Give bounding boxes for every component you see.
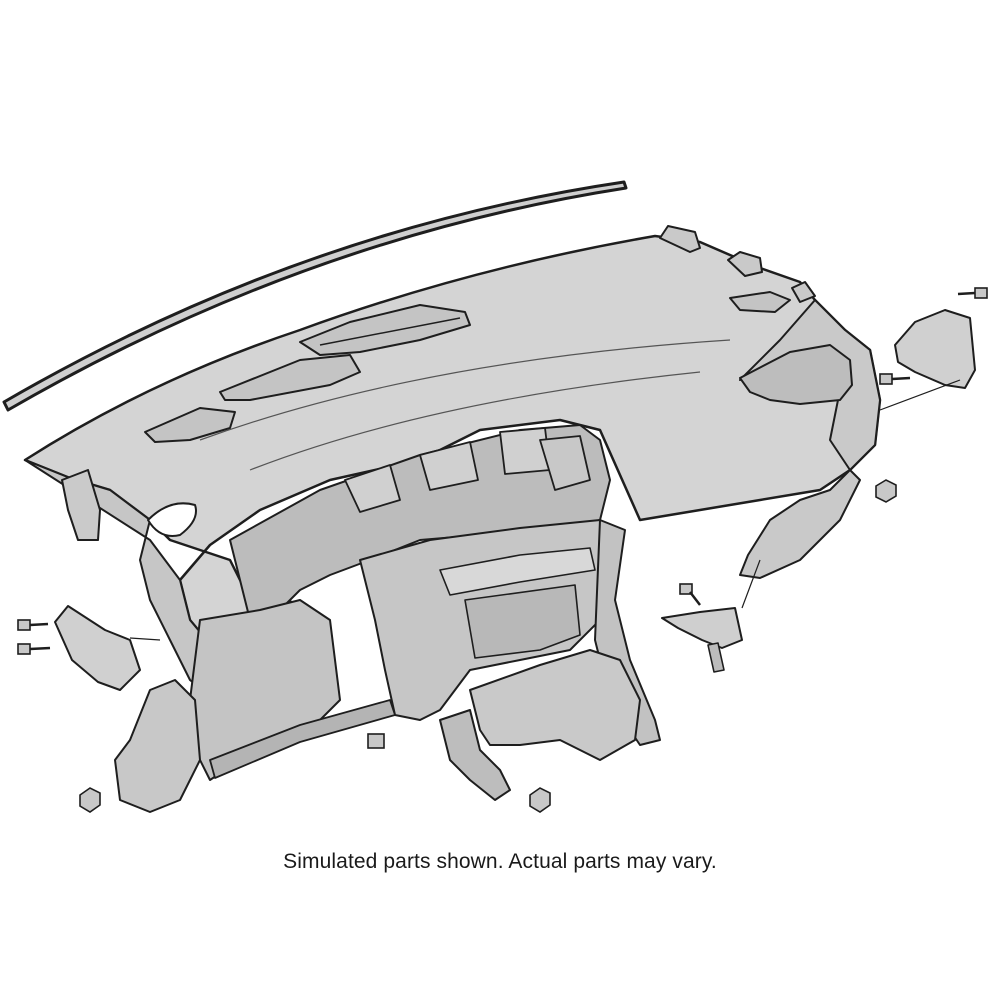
nut-icon: [79, 787, 101, 813]
instrument-panel: [23, 225, 882, 701]
bolt-icon: [879, 373, 911, 385]
right-mounting-bracket: [879, 309, 976, 411]
clip-icon: [367, 733, 385, 749]
windshield-trim-strip: [2, 180, 628, 412]
fasteners: [17, 287, 988, 813]
bolt-icon: [17, 619, 49, 631]
support-structure: [114, 424, 661, 813]
right-side-support-bracket: [739, 469, 861, 579]
bolt-icon: [17, 643, 51, 655]
nut-icon: [529, 787, 551, 813]
center-floor-brace: [439, 649, 641, 801]
left-mounting-bracket: [54, 605, 161, 691]
bolt-icon: [679, 583, 701, 606]
nut-icon: [875, 479, 897, 503]
bolt-icon: [957, 287, 988, 299]
right-lower-bracket: [661, 559, 761, 673]
disclaimer-caption: Simulated parts shown. Actual parts may …: [283, 850, 717, 873]
